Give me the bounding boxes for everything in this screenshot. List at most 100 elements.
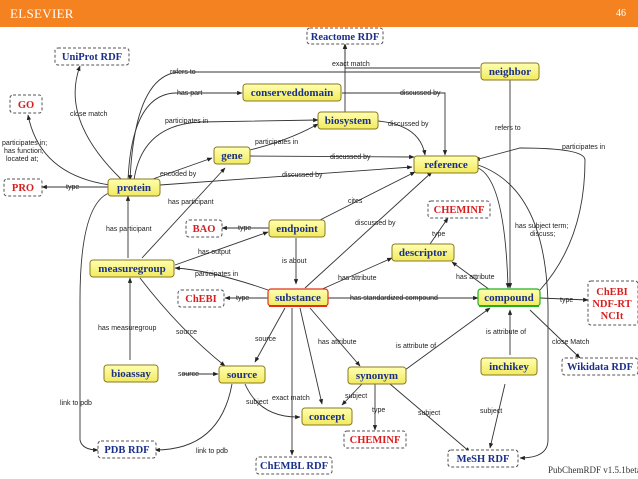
label-participates-in-3: participates in — [562, 144, 605, 151]
node-cheminf-top[interactable]: CHEMINF — [427, 200, 491, 219]
svg-text:inchikey: inchikey — [489, 361, 529, 373]
edge-inchikey-mesh — [489, 383, 506, 449]
node-wikidata-rdf[interactable]: Wikidata RDF — [561, 357, 638, 376]
label-participates-in-2: participates in — [255, 139, 298, 146]
svg-text:source: source — [227, 369, 257, 381]
edge-gene-reference — [249, 154, 415, 160]
svg-text:NCIt: NCIt — [601, 311, 624, 322]
node-reference[interactable]: reference — [413, 155, 479, 174]
node-gene[interactable]: gene — [213, 146, 251, 165]
label-participates-in-1: participates in — [165, 118, 208, 125]
label-encoded-by: encoded by — [160, 171, 197, 178]
node-protein[interactable]: protein — [107, 178, 161, 197]
edge-descriptor-cheminf — [429, 217, 449, 245]
label-has-attribute-1: has attribute — [338, 275, 377, 282]
edge-protein-pdb — [79, 191, 113, 453]
edge-has-part — [127, 90, 243, 181]
node-chebi-ndf-ncit[interactable]: ChEBI NDF-RT NCIt — [587, 280, 638, 326]
edge-biosystem-reference — [377, 120, 427, 156]
label-discussed-by-4: discussed by — [282, 172, 323, 179]
label-refers-to-2: refers to — [495, 125, 521, 132]
edge-substance-source — [254, 307, 286, 363]
slide-number: 46 — [616, 8, 626, 19]
edge-protein-biosystem — [133, 117, 319, 181]
node-endpoint[interactable]: endpoint — [268, 219, 326, 238]
node-compound[interactable]: compound — [477, 288, 541, 307]
pubchem-rdf-diagram: refers to exact match has part discussed… — [2, 27, 638, 475]
svg-text:MeSH RDF: MeSH RDF — [457, 454, 510, 465]
node-inchikey[interactable]: inchikey — [480, 357, 538, 376]
label-subject-1: subject — [246, 399, 268, 406]
node-pro[interactable]: PRO — [3, 178, 43, 197]
label-has-output: has output — [198, 249, 231, 256]
node-go[interactable]: GO — [9, 94, 43, 114]
node-descriptor[interactable]: descriptor — [391, 243, 455, 262]
label-is-attribute-of-2: is attribute of — [396, 343, 436, 350]
label-source-3: source — [178, 371, 199, 378]
label-has-part: has part — [177, 90, 202, 97]
node-bao[interactable]: BAO — [185, 219, 223, 238]
node-chembl-rdf[interactable]: ChEMBL RDF — [255, 456, 333, 475]
svg-text:protein: protein — [117, 182, 151, 194]
edge-compound-participates — [474, 147, 586, 291]
edge-close-match-uniprot — [74, 65, 123, 181]
label-type-bao: type — [238, 225, 251, 232]
svg-text:BAO: BAO — [193, 224, 216, 235]
node-synonym[interactable]: synonym — [347, 366, 407, 385]
svg-text:neighbor: neighbor — [489, 66, 531, 78]
svg-text:endpoint: endpoint — [276, 223, 318, 235]
svg-text:CHEMINF: CHEMINF — [350, 435, 401, 446]
label-discussed-by-5: discussed by — [355, 220, 396, 227]
label-source-2: source — [255, 336, 276, 343]
label-type-chebi: type — [236, 295, 249, 302]
svg-text:GO: GO — [18, 100, 34, 111]
node-measuregroup[interactable]: measuregroup — [89, 259, 175, 278]
node-reactome-rdf[interactable]: Reactome RDF — [306, 27, 384, 45]
label-link-to-pdb-1: link to pdb — [60, 400, 92, 407]
edge-compound-wikidata — [529, 309, 581, 359]
edges — [26, 43, 589, 461]
svg-text:biosystem: biosystem — [325, 115, 371, 127]
label-has-subject-term: has subject term; discuss; — [515, 223, 570, 238]
node-substance[interactable]: substance — [267, 288, 329, 307]
node-concept[interactable]: concept — [301, 407, 353, 426]
label-is-about: is about — [282, 258, 307, 265]
label-subject-3: subject — [418, 410, 440, 417]
header-bar: ELSEVIER 46 — [0, 0, 638, 27]
label-subject-2: subject — [345, 393, 367, 400]
svg-text:bioassay: bioassay — [111, 368, 151, 380]
node-uniprot-rdf[interactable]: UniProt RDF — [54, 47, 130, 66]
external-nodes: UniProt RDF Reactome RDF GO PRO BAO CHEM… — [3, 27, 638, 475]
label-refers-to-1: refers to — [170, 69, 196, 76]
label-discussed-by-1: discussed by — [400, 90, 441, 97]
label-has-attribute-2: has attribute — [456, 274, 495, 281]
node-conserveddomain[interactable]: conserveddomain — [242, 83, 342, 102]
edge-compound-descriptor — [451, 261, 491, 291]
label-participates-in-left: participates in; has function; located a… — [2, 140, 49, 163]
node-cheminf-bottom[interactable]: CHEMINF — [343, 430, 407, 449]
node-biosystem[interactable]: biosystem — [317, 111, 379, 130]
label-subject-4: subject — [480, 408, 502, 415]
edge-encoded-by — [149, 157, 213, 181]
svg-text:ChEBI: ChEBI — [185, 294, 217, 305]
svg-text:gene: gene — [221, 150, 243, 162]
node-mesh-rdf[interactable]: MeSH RDF — [447, 449, 519, 468]
label-discussed-by-2: discussed by — [388, 121, 429, 128]
edge-reference-mesh — [477, 164, 549, 461]
label-has-attribute-3: has attribute — [318, 339, 357, 346]
edge-synonym-mesh — [389, 383, 471, 453]
node-pdb-rdf[interactable]: PDB RDF — [97, 440, 157, 459]
node-chebi-left[interactable]: ChEBI — [177, 289, 225, 308]
edge-synonym-concept — [341, 383, 363, 406]
svg-text:ChEBI: ChEBI — [596, 287, 628, 298]
edge-gene-biosystem — [249, 123, 319, 151]
node-bioassay[interactable]: bioassay — [103, 364, 159, 383]
svg-text:PDB RDF: PDB RDF — [104, 445, 149, 456]
node-source[interactable]: source — [218, 365, 266, 384]
edge-protein-reference — [159, 165, 413, 186]
label-participates-in-4: participates in — [195, 271, 238, 278]
version-label: PubChemRDF v1.5.1beta — [548, 465, 638, 475]
node-neighbor[interactable]: neighbor — [480, 62, 540, 81]
label-exact-match-2: exact match — [272, 395, 310, 402]
svg-text:Reactome RDF: Reactome RDF — [311, 32, 380, 43]
